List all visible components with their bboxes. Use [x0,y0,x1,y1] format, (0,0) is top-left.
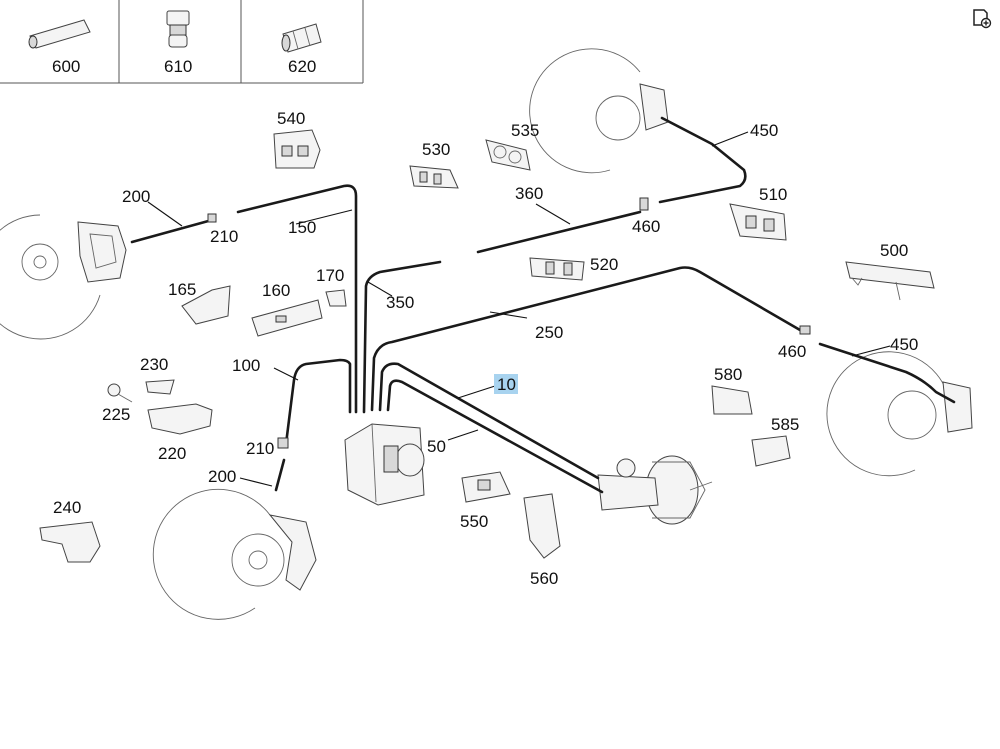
callout-460-top[interactable]: 460 [632,217,660,236]
bracket-220 [147,403,213,435]
bracket-500 [845,261,935,301]
callout-450-top[interactable]: 450 [750,121,778,140]
callout-240[interactable]: 240 [53,498,81,517]
callout-250[interactable]: 250 [535,323,563,342]
callout-10[interactable]: 10 [497,375,516,394]
callout-600[interactable]: 600 [52,57,80,76]
callout-540[interactable]: 540 [277,109,305,128]
brake-booster [597,455,713,525]
front-left-brake-disc [0,214,127,340]
add-to-page-button[interactable] [972,9,992,29]
callout-100[interactable]: 100 [232,356,260,375]
callout-170[interactable]: 170 [316,266,344,285]
callout-labels: 600 610 620 540 530 535 450 200 360 510 … [52,57,918,588]
callout-560[interactable]: 560 [530,569,558,588]
front-right-brake-disc [826,351,973,477]
bracket-240 [39,521,101,563]
clip-530 [409,165,459,189]
callout-550[interactable]: 550 [460,512,488,531]
callout-620[interactable]: 620 [288,57,316,76]
clip-230 [145,379,175,395]
callout-450-right[interactable]: 450 [890,335,918,354]
callout-350[interactable]: 350 [386,293,414,312]
callout-200-rear[interactable]: 200 [208,467,236,486]
fitting-part-icon [166,10,190,48]
callout-500[interactable]: 500 [880,241,908,260]
rear-left-brake-disc [152,488,317,620]
union-part-icon [281,23,322,53]
callout-520[interactable]: 520 [590,255,618,274]
selected-highlight [494,374,518,394]
callout-220[interactable]: 220 [158,444,186,463]
callout-460-right[interactable]: 460 [778,342,806,361]
bracket-550 [461,471,511,503]
page-add-icon [973,9,992,29]
callout-610[interactable]: 610 [164,57,192,76]
parts-table [0,0,364,84]
callout-210-rear[interactable]: 210 [246,439,274,458]
clip-535 [485,139,531,171]
callout-225[interactable]: 225 [102,405,130,424]
callout-160[interactable]: 160 [262,281,290,300]
callout-580[interactable]: 580 [714,365,742,384]
clip-520 [529,257,585,281]
clip-170 [325,289,347,307]
bracket-560 [523,493,561,559]
bracket-580 [711,385,753,415]
brake-pipes [130,116,956,494]
callout-360[interactable]: 360 [515,184,543,203]
holder-160 [251,299,323,337]
bracket-165 [181,285,231,325]
leader-lines [147,131,891,487]
bracket-585 [751,435,791,467]
callout-530[interactable]: 530 [422,140,450,159]
bracket-540 [273,129,321,169]
abs-hydraulic-unit [344,423,425,506]
sleeve-part-icon [28,19,91,49]
callout-535[interactable]: 535 [511,121,539,140]
callout-200-front[interactable]: 200 [122,187,150,206]
rear-right-brake-disc [529,48,669,174]
callout-165[interactable]: 165 [168,280,196,299]
callout-585[interactable]: 585 [771,415,799,434]
bracket-510 [729,203,787,241]
screw-225 [107,383,133,403]
callout-50[interactable]: 50 [427,437,446,456]
callout-210-front[interactable]: 210 [210,227,238,246]
callout-510[interactable]: 510 [759,185,787,204]
callout-150[interactable]: 150 [288,218,316,237]
callout-230[interactable]: 230 [140,355,168,374]
